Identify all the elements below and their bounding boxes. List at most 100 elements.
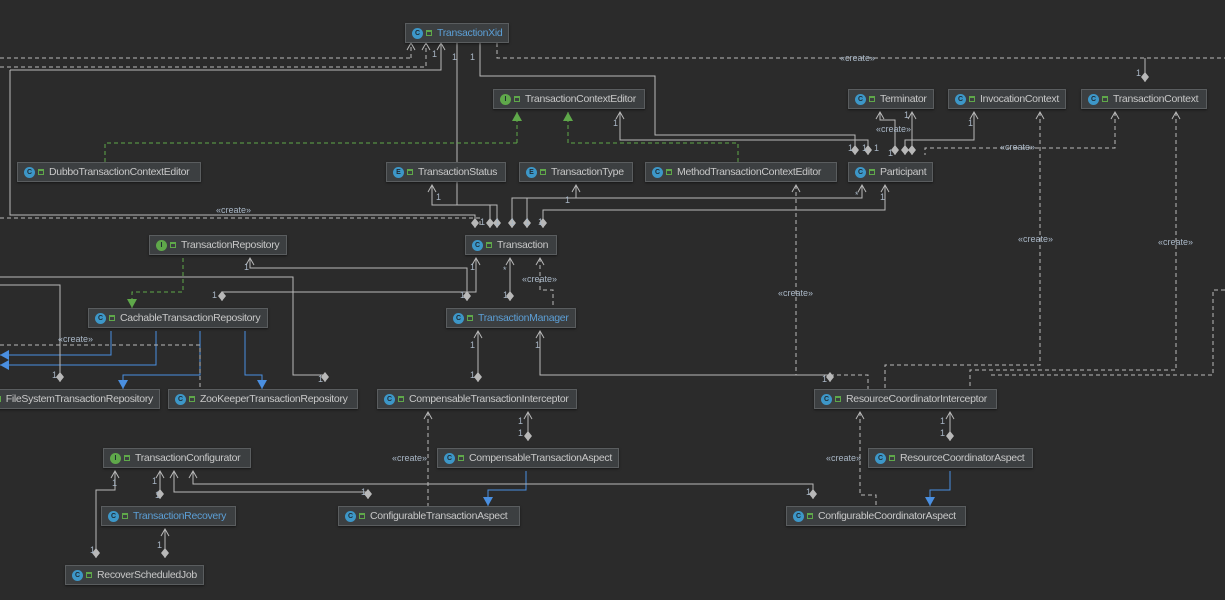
association-edge bbox=[0, 284, 61, 382]
multiplicity-label: 1 bbox=[518, 416, 524, 426]
open-arrow-head bbox=[427, 183, 437, 193]
public-visibility-icon bbox=[170, 242, 176, 248]
class-icon: C bbox=[175, 393, 186, 405]
inheritance-triangle bbox=[563, 112, 573, 121]
inheritance-triangle bbox=[127, 299, 137, 308]
composition-diamond bbox=[826, 372, 834, 382]
create-stereotype-label: «create» bbox=[58, 334, 94, 344]
class-icon: C bbox=[875, 452, 886, 464]
composition-diamond bbox=[864, 145, 872, 155]
multiplicity-label: 1 bbox=[470, 262, 476, 272]
class-node-tx[interactable]: C Transaction bbox=[465, 235, 557, 255]
association-edge bbox=[249, 258, 468, 301]
class-name: MethodTransactionContextEditor bbox=[677, 166, 822, 178]
dependency-edge bbox=[990, 289, 1225, 376]
class-name: CachableTransactionRepository bbox=[120, 312, 261, 324]
association-edge bbox=[526, 185, 863, 228]
class-node-confca[interactable]: C ConfigurableCoordinatorAspect bbox=[786, 506, 966, 526]
open-arrow-head bbox=[875, 110, 885, 120]
open-arrow-head bbox=[535, 329, 545, 339]
class-icon: C bbox=[95, 312, 106, 324]
open-arrow-head bbox=[436, 41, 446, 51]
multiplicity-label: 1 bbox=[518, 428, 524, 438]
multiplicity-label: 1 bbox=[436, 192, 442, 202]
open-arrow-head bbox=[535, 256, 545, 266]
composition-diamond bbox=[809, 489, 817, 499]
class-icon: C bbox=[472, 239, 483, 251]
class-name: TransactionStatus bbox=[418, 166, 498, 178]
open-arrow-head bbox=[421, 41, 431, 51]
public-visibility-icon bbox=[486, 242, 492, 248]
multiplicity-label: 1 bbox=[480, 217, 486, 227]
class-icon: C bbox=[412, 27, 423, 39]
composition-diamond bbox=[851, 145, 859, 155]
class-node-fstr[interactable]: CFileSystemTransactionRepository bbox=[0, 389, 160, 409]
open-arrow-head bbox=[857, 183, 867, 193]
composition-diamond bbox=[474, 372, 482, 382]
open-arrow-head bbox=[855, 410, 865, 420]
class-node-ctr[interactable]: C CachableTransactionRepository bbox=[88, 308, 268, 328]
class-name: ConfigurableTransactionAspect bbox=[370, 510, 508, 522]
class-name: RecoverScheduledJob bbox=[97, 569, 197, 581]
composition-diamond bbox=[1141, 72, 1149, 82]
multiplicity-label: 1 bbox=[157, 540, 163, 550]
class-icon: C bbox=[821, 393, 832, 405]
create-stereotype-label: «create» bbox=[216, 205, 252, 215]
interface-icon: I bbox=[110, 452, 121, 464]
generalization-edge bbox=[0, 331, 112, 356]
class-name: TransactionManager bbox=[478, 312, 569, 324]
composition-diamond bbox=[946, 431, 954, 441]
association-edge bbox=[619, 112, 869, 155]
dependency-edge bbox=[496, 43, 1225, 59]
inheritance-triangle bbox=[925, 497, 935, 506]
class-name: Transaction bbox=[497, 239, 549, 251]
public-visibility-icon bbox=[514, 96, 520, 102]
composition-diamond bbox=[493, 218, 501, 228]
multiplicity-label: 1 bbox=[470, 340, 476, 350]
interface-icon: I bbox=[500, 93, 511, 105]
enum-icon: E bbox=[526, 166, 537, 178]
class-icon: C bbox=[793, 510, 804, 522]
dependency-edge bbox=[924, 112, 1116, 155]
open-arrow-head bbox=[110, 469, 120, 479]
inheritance-triangle bbox=[483, 497, 493, 506]
association-edge bbox=[192, 471, 814, 499]
class-name: ConfigurableCoordinatorAspect bbox=[818, 510, 956, 522]
public-visibility-icon bbox=[124, 455, 130, 461]
inheritance-triangle bbox=[257, 380, 267, 389]
multiplicity-label: 1 bbox=[822, 374, 828, 384]
public-visibility-icon bbox=[426, 30, 432, 36]
open-arrow-head bbox=[155, 469, 165, 479]
inheritance-triangle bbox=[118, 380, 128, 389]
composition-diamond bbox=[321, 372, 329, 382]
public-visibility-icon bbox=[869, 169, 875, 175]
multiplicity-label: 1 bbox=[940, 428, 946, 438]
dependency-edge bbox=[884, 112, 1041, 389]
association-edge bbox=[542, 185, 886, 228]
class-name: FileSystemTransactionRepository bbox=[5, 393, 154, 405]
public-visibility-icon bbox=[109, 315, 115, 321]
realization-edge bbox=[104, 142, 517, 162]
